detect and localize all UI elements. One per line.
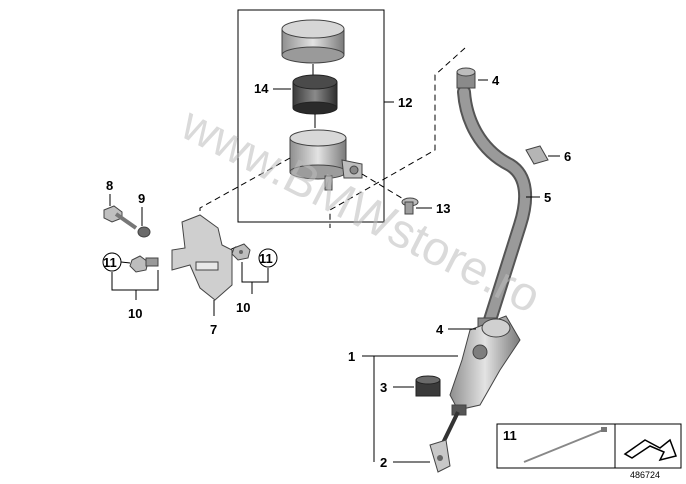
callout-2: 2 [380, 455, 387, 470]
callout-1: 1 [348, 349, 355, 364]
master-cylinder [449, 315, 521, 416]
bracket-7 [171, 214, 233, 301]
bracket-10-right [241, 262, 269, 283]
brake-hose [457, 85, 533, 327]
bolt-8 [103, 205, 138, 230]
callout-4-top: 4 [492, 73, 500, 88]
callout-14: 14 [254, 81, 269, 96]
hose-clip-6 [525, 145, 549, 165]
leader-11-left [120, 261, 131, 264]
callout-8: 8 [106, 178, 113, 193]
washer-9 [137, 226, 151, 238]
callout-6: 6 [564, 149, 571, 164]
reservoir-cap [281, 19, 345, 64]
bracket-10-left [111, 270, 159, 291]
callout-10-left: 10 [128, 306, 142, 321]
callout-7: 7 [210, 322, 217, 337]
callout-12: 12 [398, 95, 412, 110]
reservoir-group-frame [237, 9, 385, 223]
callout-13: 13 [436, 201, 450, 216]
reservoir-body [289, 129, 363, 191]
cable-tie [523, 427, 607, 463]
callout-3: 3 [380, 380, 387, 395]
callout-11-right: 11 [259, 251, 273, 266]
callout-11-left: 11 [103, 255, 117, 270]
callout-11-right-circle [258, 248, 278, 268]
reference-number: 486724 [630, 470, 660, 480]
watermark: www.BMWstore.ro [172, 97, 549, 324]
fastener-10-left [129, 255, 159, 273]
callout-10-right: 10 [236, 300, 250, 315]
fastener-10-right [231, 243, 251, 261]
inset-callout-11: 11 [503, 428, 517, 443]
inset-box [496, 423, 682, 469]
hose-clamp-top [456, 67, 476, 89]
seal-3 [415, 375, 441, 397]
callout-5: 5 [544, 190, 551, 205]
push-rod [429, 411, 460, 473]
callout-9: 9 [138, 191, 145, 206]
callout-4-bottom: 4 [436, 322, 444, 337]
rubber-diaphragm [292, 74, 338, 115]
screw-13 [401, 197, 419, 215]
orientation-arrow-icon [623, 438, 677, 462]
